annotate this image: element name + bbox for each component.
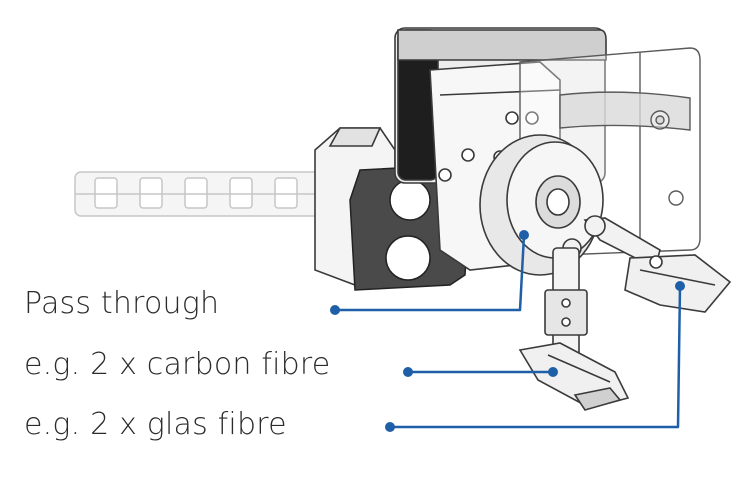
drive-gear (479, 134, 604, 276)
callout-pass-through-line (335, 234, 526, 312)
callout-dot-glas-fibre-start (385, 422, 395, 432)
callout-dot-pass-through-end (519, 230, 529, 240)
label-glas-fibre: e.g. 2 x glas fibre (24, 407, 287, 442)
callout-leaders (335, 234, 682, 429)
label-carbon-fibre: e.g. 2 x carbon fibre (24, 347, 331, 382)
cable-drag-chain (74, 171, 331, 217)
callout-dot-carbon-fibre-end (548, 367, 558, 377)
callout-glas-fibre-line (390, 285, 682, 429)
callout-dots (330, 230, 685, 432)
callout-dot-pass-through-start (330, 305, 340, 315)
fibre-guide-foot (518, 342, 630, 411)
label-pass-through: Pass through (24, 286, 220, 321)
pass-through-tube (544, 247, 588, 359)
callout-dot-glas-fibre-end (675, 281, 685, 291)
callout-dot-carbon-fibre-start (403, 367, 413, 377)
